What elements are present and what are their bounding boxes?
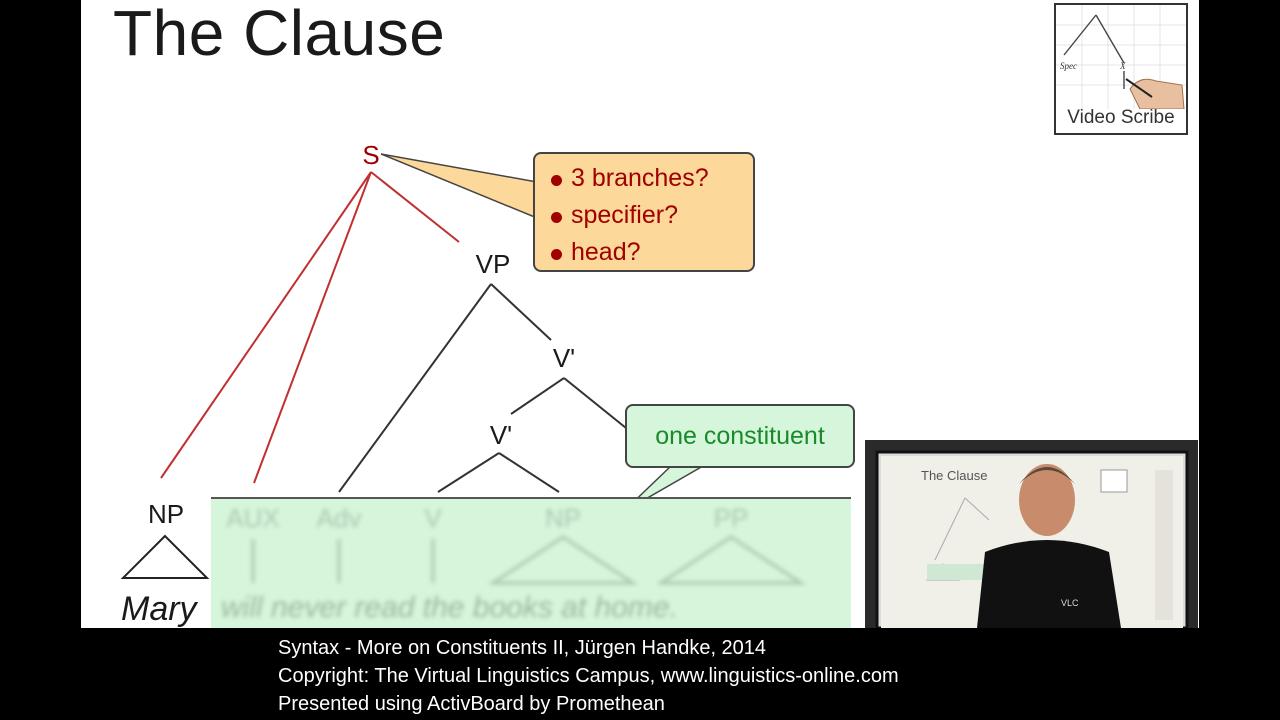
blurred-cat-v: V xyxy=(424,503,442,533)
presenter-head xyxy=(1019,464,1075,536)
node-vbar-upper: V' xyxy=(553,343,575,373)
node-vbar-lower: V' xyxy=(490,420,512,450)
webcam-scene: The Clause VLC xyxy=(865,440,1198,628)
syntax-tree: S VP V' V' NP Mary xyxy=(120,140,706,628)
branch-s-np xyxy=(160,171,372,479)
video-caption: Syntax - More on Constituents II, Jürgen… xyxy=(278,634,899,718)
callout-one-constituent: one constituent xyxy=(625,404,855,468)
callout-questions: 3 branches? specifier? head? xyxy=(533,152,755,272)
slide: The Clause S VP V' V' NP Mary xyxy=(81,0,1199,628)
callout-s-pointer xyxy=(380,153,538,220)
callout-question-item: 3 branches? xyxy=(549,160,753,197)
slide-title: The Clause xyxy=(113,0,446,69)
branch-s-aux xyxy=(253,171,372,484)
logo-x-label: X xyxy=(1119,61,1126,71)
np-triangle xyxy=(120,534,210,579)
blurred-cat-adv: Adv xyxy=(317,503,362,533)
blurred-tree-fragment: AUX Adv V NP PP will never read the book… xyxy=(221,503,807,624)
blurred-cat-aux: AUX xyxy=(226,503,279,533)
branch-vbar-vbar xyxy=(510,377,565,415)
callout-question-item: head? xyxy=(549,234,753,271)
logo-spec-label: Spec xyxy=(1060,61,1077,71)
vp-branches xyxy=(338,283,627,493)
presenter-body xyxy=(977,540,1121,628)
hand-icon xyxy=(1125,78,1185,110)
webcam-board-title: The Clause xyxy=(921,468,987,483)
caption-line-presented: Presented using ActivBoard by Promethean xyxy=(278,693,665,715)
blurred-region: AUX Adv V NP PP will never read the book… xyxy=(211,497,851,628)
blurred-sentence: will never read the books at home. xyxy=(221,591,678,624)
branch-s-vp xyxy=(370,171,460,243)
branch-vbar2-np xyxy=(498,452,560,493)
blurred-cat-np: NP xyxy=(545,503,581,533)
node-s: S xyxy=(362,140,379,170)
shirt-logo: VLC xyxy=(1061,598,1079,608)
blurred-cat-pp: PP xyxy=(714,503,749,533)
branch-vbar2-v xyxy=(437,452,500,493)
logo-caption: Video Scribe xyxy=(1067,107,1175,128)
branch-vp-vbar xyxy=(490,283,552,341)
caption-line-title: Syntax - More on Constituents II, Jürgen… xyxy=(278,637,767,659)
branch-vp-adv xyxy=(338,283,492,493)
caption-line-copyright: Copyright: The Virtual Linguistics Campu… xyxy=(278,665,899,687)
webcam-inset: The Clause VLC xyxy=(865,440,1198,628)
callout-question-item: specifier? xyxy=(549,197,753,234)
s-branches xyxy=(160,171,460,484)
branch-vbar-pp xyxy=(563,377,627,429)
video-scribe-logo: Spec X Video Scribe xyxy=(1054,3,1188,135)
word-mary: Mary xyxy=(121,590,199,628)
logo-sketch: Spec X xyxy=(1056,5,1186,110)
node-np: NP xyxy=(148,499,184,529)
node-vp: VP xyxy=(476,249,511,279)
